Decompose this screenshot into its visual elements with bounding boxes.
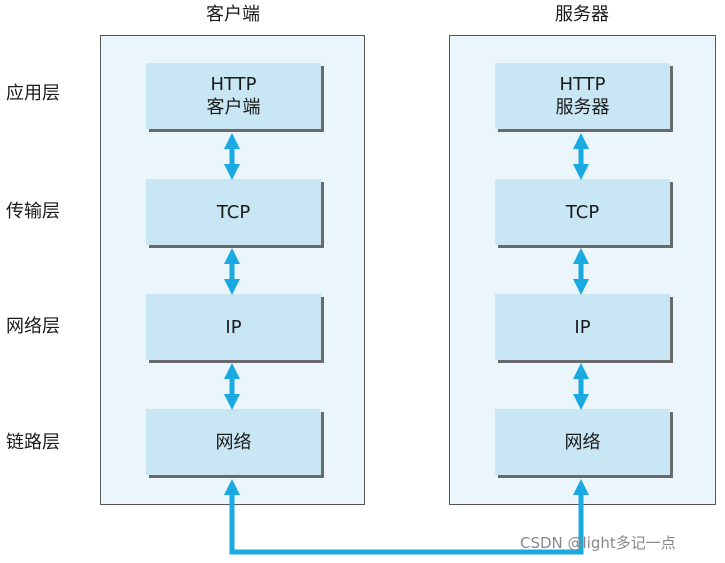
client-application-box: HTTP 客户端 [146,63,321,129]
client-network-box: IP [146,294,321,360]
server-application-role: 服务器 [555,97,610,118]
layer-label-network: 网络层 [6,316,60,337]
watermark: CSDN @light多记一点 [520,534,676,552]
client-application-protocol: HTTP [210,74,257,95]
client-link-label: 网络 [215,431,252,453]
server-transport-box: TCP [495,179,670,245]
client-link-box: 网络 [146,409,321,475]
layer-label-link: 链路层 [6,432,60,453]
client-column-title: 客户端 [206,4,260,25]
server-application-box: HTTP 服务器 [495,63,670,129]
client-network-label: IP [225,316,242,338]
client-application-role: 客户端 [206,97,261,118]
server-transport-label: TCP [565,201,600,223]
client-transport-label: TCP [216,201,251,223]
layer-label-transport: 传输层 [6,201,60,222]
server-application-protocol: HTTP [559,74,606,95]
server-network-label: IP [574,316,591,338]
client-transport-box: TCP [146,179,321,245]
server-network-box: IP [495,294,670,360]
server-link-box: 网络 [495,409,670,475]
server-link-label: 网络 [564,431,601,453]
server-column-title: 服务器 [555,4,609,25]
layer-label-application: 应用层 [6,83,60,104]
physical-link-connection [223,478,590,555]
